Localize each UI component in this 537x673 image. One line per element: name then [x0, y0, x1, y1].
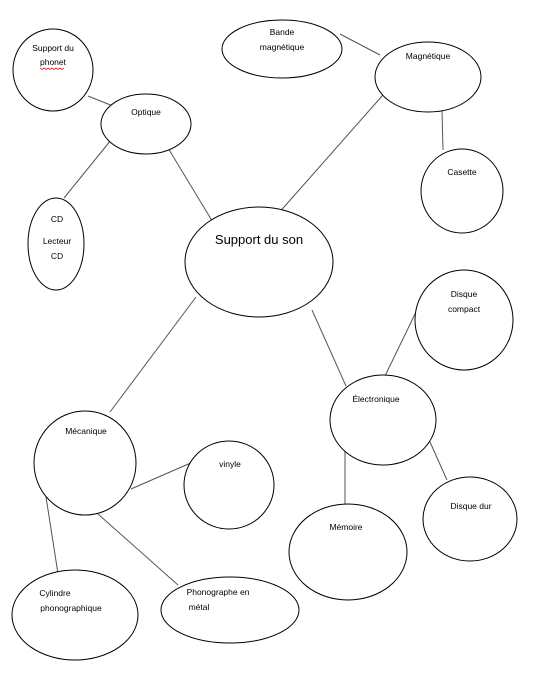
edge-magnetique-bande — [339, 33, 381, 56]
optique-label: Optique — [131, 107, 161, 117]
support-du-phonet-line1: Support du — [32, 43, 74, 53]
edge-mecanique-phonographe — [97, 513, 179, 586]
edge-center-electronique — [311, 309, 347, 387]
cylindre-line2: phonographique — [40, 603, 102, 613]
node-casette: Casette — [420, 148, 504, 234]
edge-center-magnetique — [276, 86, 391, 216]
bande-magnetique-line1: Bande — [270, 27, 295, 37]
edge-electronique-disque-dur — [429, 441, 448, 481]
edge-electronique-disque-compact — [383, 311, 417, 379]
node-phonographe-en-metal: Phonographe en métal — [160, 576, 300, 644]
node-mecanique: Mécanique — [33, 410, 137, 516]
cd-line1: CD — [51, 214, 63, 224]
support-du-phonet-line2: phonet — [40, 57, 67, 67]
cylindre-line1: Cylindre — [39, 588, 70, 598]
edge-center-optique — [167, 147, 215, 225]
node-memoire: Mémoire — [288, 503, 408, 601]
memoire-label: Mémoire — [329, 522, 362, 532]
mecanique-label: Mécanique — [65, 426, 107, 436]
casette-label: Casette — [447, 167, 477, 177]
vinyle-label: vinyle — [219, 459, 241, 469]
disque-compact-line1: Disque — [451, 289, 478, 299]
disque-compact-line2: compact — [448, 304, 481, 314]
node-disque-dur: Disque dur — [422, 476, 518, 562]
cd-line2: Lecteur — [43, 236, 72, 246]
edges — [45, 33, 448, 586]
magnetique-label: Magnétique — [406, 51, 451, 61]
bande-magnetique-line2: magnétique — [260, 42, 305, 52]
node-vinyle: vinyle — [183, 440, 275, 530]
node-disque-compact: Disque compact — [414, 269, 514, 371]
node-cylindre-phonographique: Cylindre phonographique — [11, 569, 139, 661]
node-support-du-phonet: Support du phonet — [12, 28, 94, 112]
node-bande-magnetique: Bande magnétique — [221, 19, 343, 79]
cd-line3: CD — [51, 251, 63, 261]
spellcheck-underline — [39, 67, 65, 70]
phonographe-line2: métal — [189, 602, 210, 612]
node-electronique: Électronique — [329, 374, 437, 466]
electronique-label: Électronique — [352, 394, 400, 404]
edge-optique-cd — [63, 139, 112, 199]
node-optique: Optique — [100, 93, 192, 155]
node-magnetique: Magnétique — [374, 41, 482, 113]
edge-mecanique-cylindre — [45, 496, 60, 581]
disque-dur-label: Disque dur — [450, 501, 491, 511]
phonographe-line1: Phonographe en — [187, 587, 250, 597]
node-support-du-son: Support du son — [184, 206, 334, 318]
node-cd: CD Lecteur CD — [27, 197, 85, 291]
center-label: Support du son — [215, 232, 303, 247]
edge-mecanique-vinyle — [130, 461, 194, 490]
edge-center-mecanique — [109, 296, 197, 413]
edge-magnetique-casette — [441, 109, 444, 151]
